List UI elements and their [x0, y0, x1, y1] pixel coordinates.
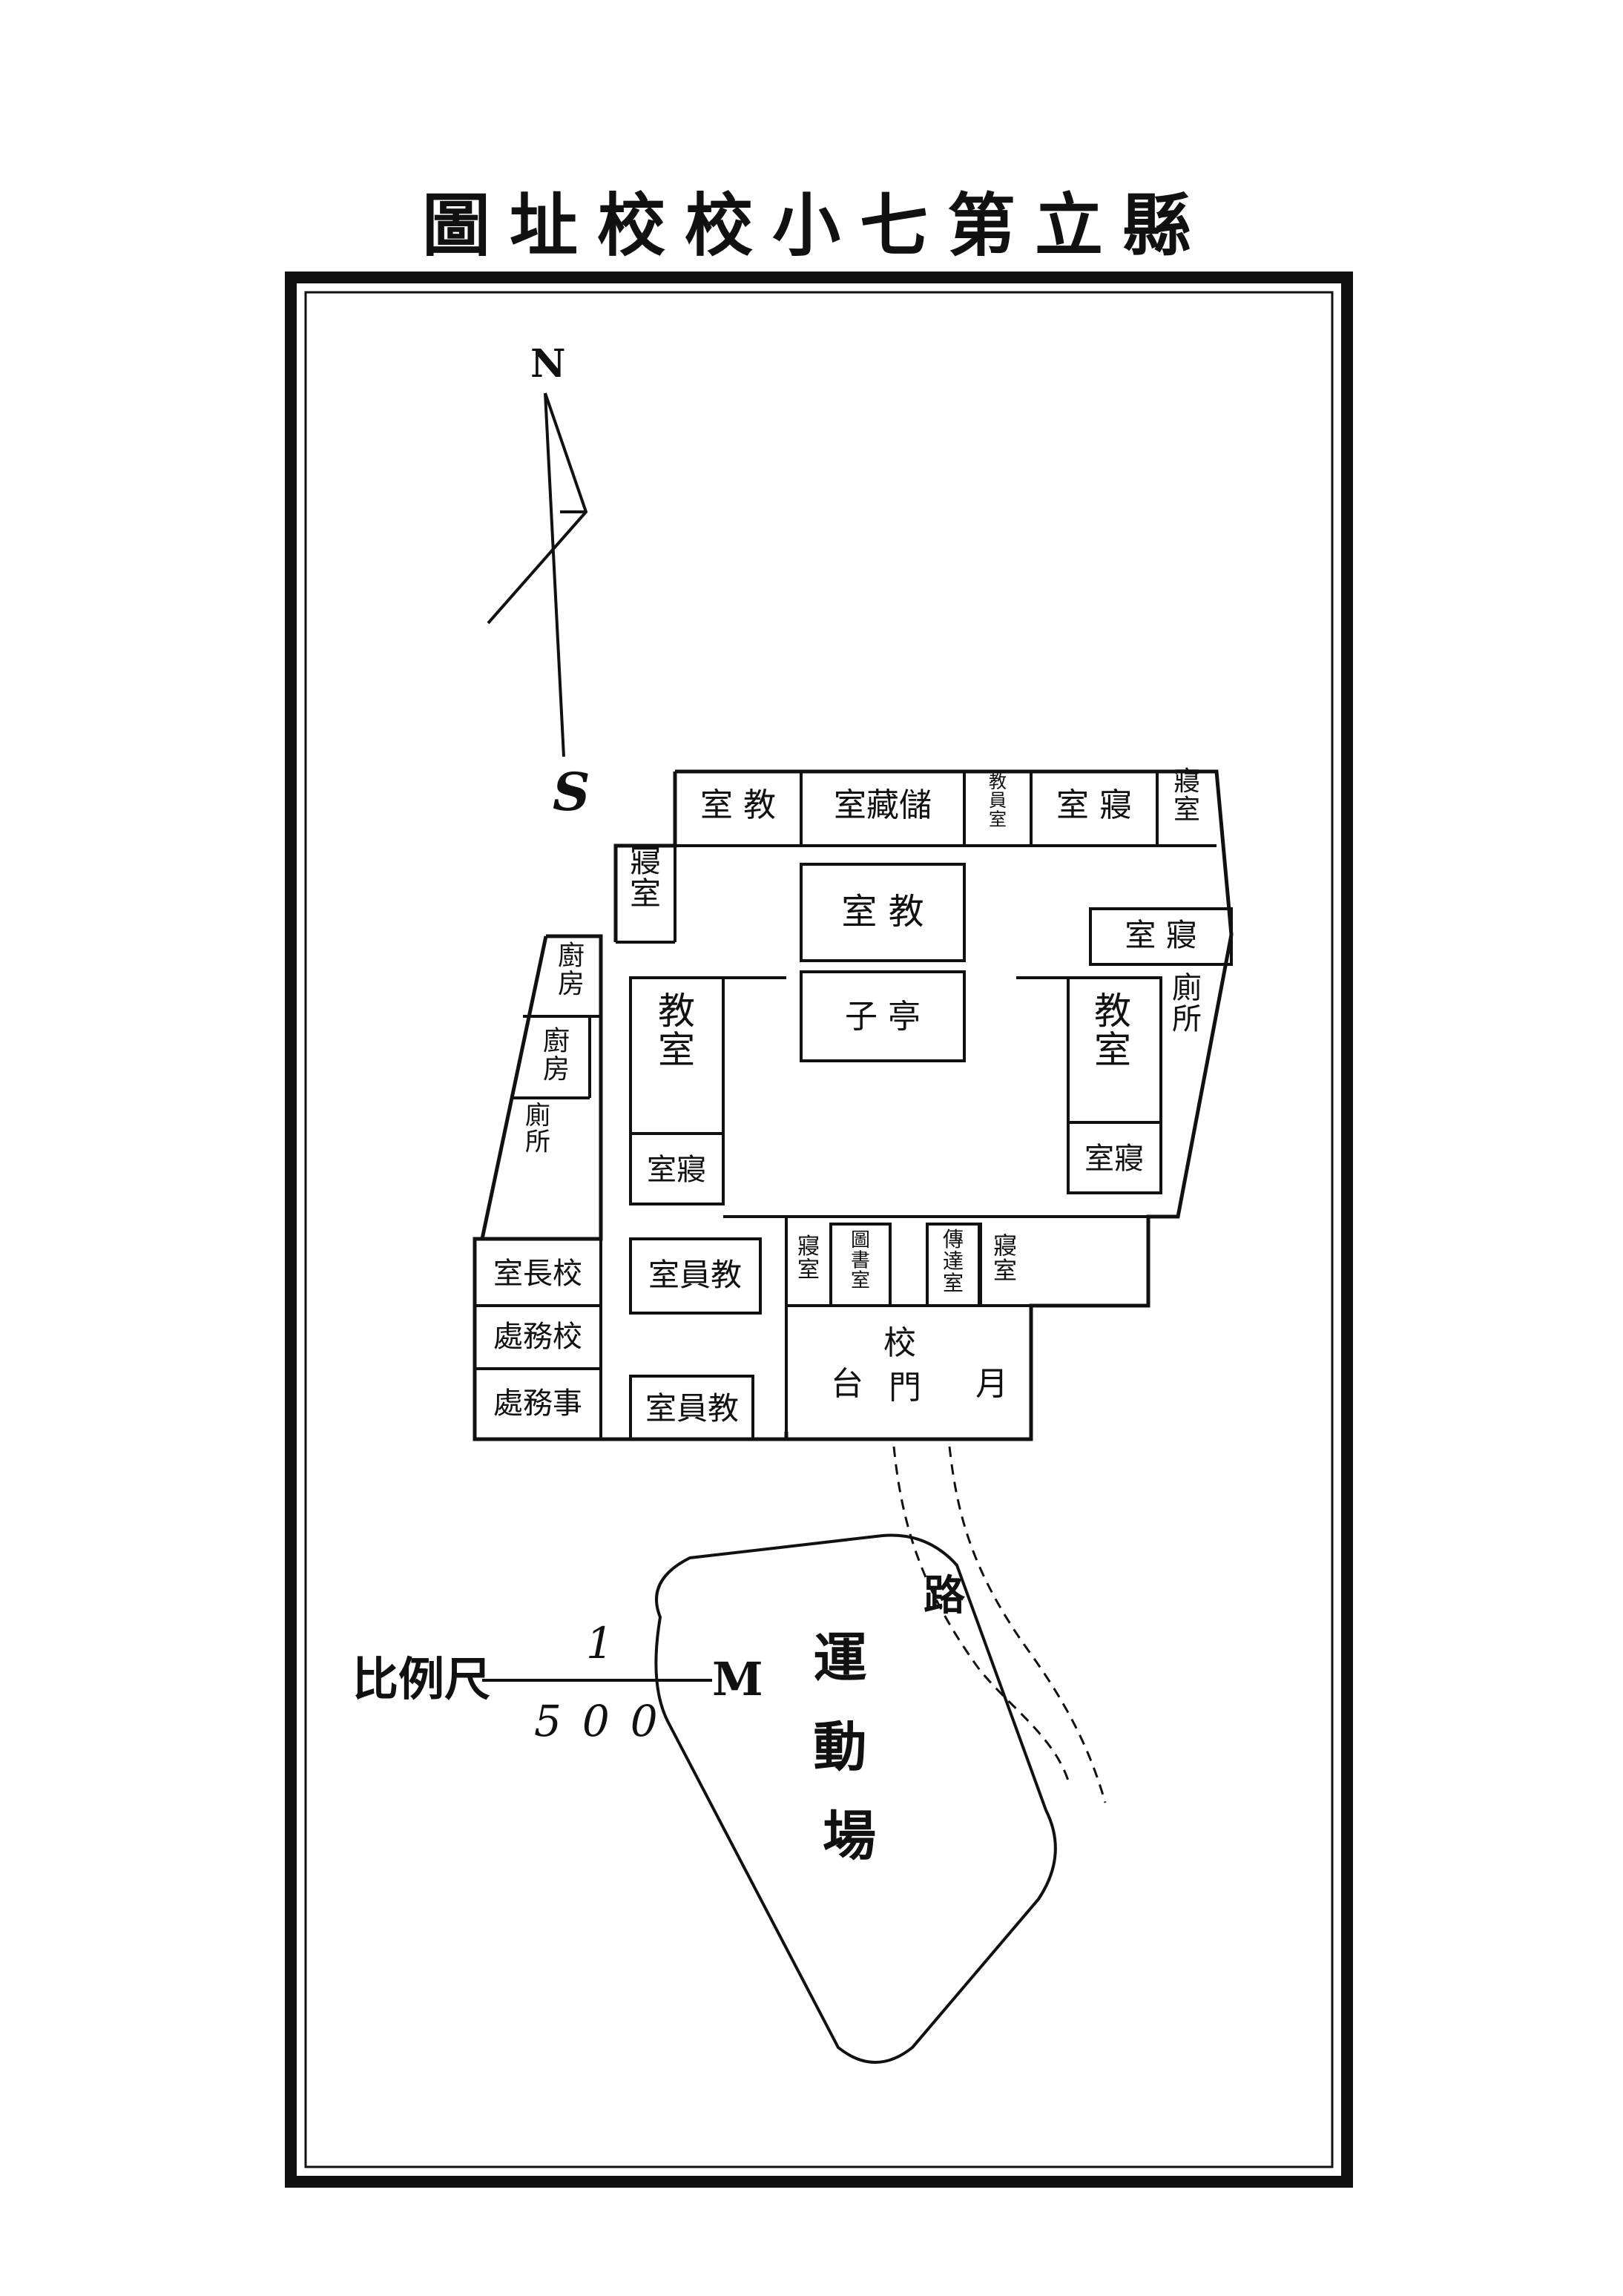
interior-walls	[475, 772, 1233, 1441]
road-label: 路	[924, 1571, 966, 1620]
gate-left-label: 台	[831, 1365, 863, 1403]
road	[892, 1446, 1107, 1803]
room-label-gate-dorm-right: 寢室	[993, 1231, 1017, 1285]
building-outline	[473, 769, 1234, 1441]
room-label-kitchen-1: 廚房	[558, 941, 585, 999]
room-labels: 室 教室藏儲教員室室 寢寢室寢室室 教子 亭室 寢廚房廚房廁所教室室寢教室室寢廁…	[493, 766, 1202, 1427]
scale-numerator: 1	[586, 1618, 613, 1668]
room-label-storage: 室藏儲	[834, 786, 932, 824]
room-label-right-classroom: 教室	[1094, 990, 1131, 1072]
room-label-toilet-right: 廁所	[1172, 971, 1202, 1036]
sports-field	[654, 1533, 1057, 2064]
room-label-principal: 室長校	[493, 1257, 582, 1291]
room-label-staff-small: 教員室	[989, 772, 1007, 829]
room-label-top-classroom: 室 教	[700, 786, 776, 824]
scale-denominator: 500	[534, 1696, 679, 1746]
gate-center-label: 校 門	[883, 1324, 926, 1407]
outer-frame	[285, 272, 1353, 2188]
gate-right-label: 月	[975, 1365, 1008, 1403]
room-label-toilet-left: 廁所	[525, 1101, 550, 1157]
room-label-left-classroom: 教室	[658, 990, 695, 1072]
room-label-school-affairs: 處務校	[493, 1320, 582, 1354]
room-label-left-dorm: 寢室	[630, 843, 661, 912]
compass-icon	[487, 392, 588, 757]
room-label-office-affairs: 處務事	[493, 1387, 582, 1421]
room-label-messenger: 傳達室	[943, 1227, 964, 1295]
room-label-top-right-dorm: 寢室	[1173, 766, 1200, 825]
room-label-left-small-dorm: 室寢	[647, 1153, 706, 1187]
compass-north: N	[530, 341, 566, 386]
room-label-top-dorm: 室 寢	[1056, 786, 1132, 824]
field-label: 運 動 場	[813, 1626, 885, 1867]
room-label-pavilion: 子 亭	[845, 998, 921, 1036]
scale-label: 比例尺	[352, 1652, 490, 1706]
room-label-center-classroom: 室 教	[841, 891, 924, 932]
room-label-gate-dorm-left: 寢室	[797, 1234, 820, 1283]
room-label-right-dorm: 室 寢	[1125, 917, 1196, 953]
room-label-staff-room-2: 室員教	[645, 1390, 739, 1427]
inner-frame	[304, 291, 1334, 2168]
compass-south: S	[553, 761, 590, 823]
room-label-staff-room-1: 室員教	[648, 1257, 742, 1293]
scale-unit: M	[712, 1652, 763, 1706]
room-label-kitchen-2: 廚房	[543, 1026, 570, 1085]
map-title: 縣立第七小校校址圖	[421, 185, 1210, 266]
room-label-library: 圖書室	[851, 1229, 870, 1292]
room-label-right-small-dorm: 室寢	[1084, 1142, 1144, 1176]
